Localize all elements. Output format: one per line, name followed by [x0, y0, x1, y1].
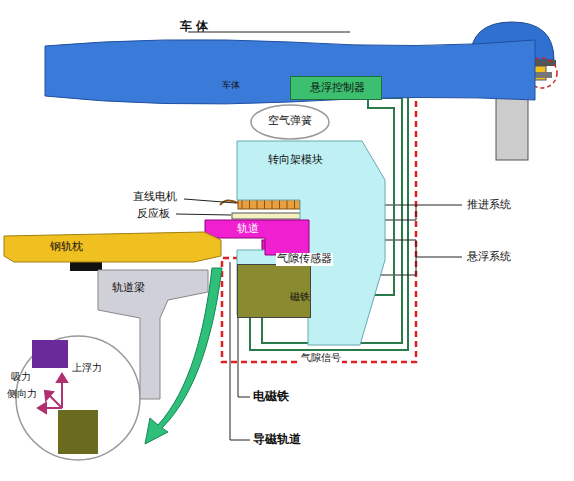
node-text: 轨道 [237, 223, 259, 236]
rail-section [32, 340, 68, 368]
magnet-section [58, 410, 98, 454]
node-text: 悬浮控制器 [310, 82, 365, 95]
reaction-plate [232, 213, 302, 219]
node-text: 轨道梁 [112, 282, 145, 295]
steel-sleeper: 钢轨枕 [4, 232, 222, 263]
signal-label: 气隙信号 [300, 352, 342, 364]
part-label: 反应板 [136, 208, 171, 221]
node-text: 空气弹簧 [268, 115, 312, 128]
rubber-pad [70, 262, 102, 271]
node-text: 钢轨枕 [50, 241, 83, 254]
force-label: 上浮力 [71, 362, 103, 374]
system-label: 推进系统 [466, 199, 512, 212]
car-body: 车 体车体 悬浮控制器 [40, 14, 540, 108]
part-label: 直线电机 [132, 191, 178, 204]
system-bracket [222, 84, 416, 362]
steel-sleeper-outline [4, 232, 222, 263]
node-text: 磁铁 [290, 291, 310, 303]
controller-box: 悬浮控制器 [290, 76, 382, 100]
air-spring: 空气弹簧 [250, 104, 330, 140]
node-text: 车体 [222, 80, 240, 90]
electromagnet: 磁铁 [237, 264, 311, 318]
track-beam: 轨道梁 [98, 270, 210, 400]
part-label: 电磁铁 [252, 390, 290, 404]
system-label: 悬浮系统 [466, 251, 512, 264]
part-label: 气隙传感器 [276, 253, 333, 266]
force-label: 吸力 [10, 371, 32, 383]
part-label: 导磁轨道 [252, 433, 302, 447]
node-text: 车 体 [180, 20, 208, 34]
force-label: 侧向力 [6, 388, 38, 400]
force-arrows [38, 374, 67, 413]
node-text: 转向架模块 [268, 154, 323, 167]
